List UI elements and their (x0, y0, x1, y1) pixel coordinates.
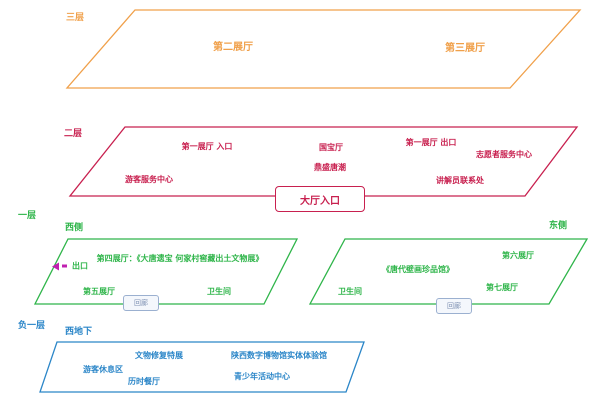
third-floor-hall-2: 第二展厅 (213, 42, 253, 53)
first-floor-hall-7: 第七展厅 (486, 283, 518, 292)
second-floor-hall-1-exit: 第一展厅 出口 (405, 138, 457, 147)
first-floor-west-restroom: 卫生间 (207, 287, 231, 296)
basement-digital-museum: 陕西数字博物馆实体体验馆 (231, 351, 327, 360)
basement-restoration-exhibit: 文物修复特展 (135, 351, 183, 360)
second-floor-treasure-hall: 国宝厅 (319, 143, 343, 152)
third-floor-hall-3: 第三展厅 (445, 43, 485, 54)
basement-restaurant: 历时餐厅 (128, 377, 160, 386)
first-floor-west-label: 西侧 (65, 223, 84, 233)
first-floor-west-corridor: 回廊 (123, 295, 159, 311)
first-floor-tang-murals: 《唐代壁画珍品馆》 (382, 265, 454, 274)
hall-entrance: 大厅入口 (275, 186, 365, 212)
first-floor-east-corridor: 回廊 (436, 298, 472, 314)
first-floor-east-corridor-label: 回廊 (447, 302, 461, 310)
second-floor-tang-trend: 鼎盛唐潮 (314, 163, 346, 172)
basement-rest-area: 游客休息区 (83, 365, 123, 374)
first-floor-hall-6: 第六展厅 (502, 251, 534, 260)
exit-arrow-icon (52, 262, 59, 270)
second-floor-label: 二层 (64, 129, 83, 139)
first-floor-label: 一层 (18, 211, 37, 221)
first-floor-exit: 出口 (52, 261, 88, 272)
first-floor-east-label: 东侧 (549, 221, 568, 231)
first-floor-east-restroom: 卫生间 (338, 287, 362, 296)
hall-entrance-label: 大厅入口 (300, 195, 340, 207)
second-floor-outline (68, 126, 579, 197)
first-floor-hall-5: 第五展厅 (83, 287, 115, 296)
first-floor-west-outline (33, 238, 299, 305)
basement-outline (39, 341, 365, 393)
third-floor-outline (65, 9, 582, 89)
first-floor-west-corridor-label: 回廊 (134, 299, 148, 307)
first-floor-hall-4: 第四展厅：《大唐遗宝 何家村窖藏出土文物展》 (96, 254, 264, 263)
second-floor-guide-desk: 讲解员联系处 (436, 176, 484, 185)
second-floor-volunteer-center: 志愿者服务中心 (476, 150, 532, 159)
first-floor-east-outline (308, 238, 589, 305)
first-floor-exit-label: 出口 (72, 261, 88, 271)
basement-youth-center: 青少年活动中心 (234, 372, 290, 381)
third-floor-label: 三层 (66, 13, 85, 23)
basement-west-label: 西地下 (65, 327, 93, 337)
second-floor-visitor-center: 游客服务中心 (125, 175, 173, 184)
second-floor-hall-1-entrance: 第一展厅 入口 (181, 142, 233, 151)
exit-arrow-tail (62, 264, 67, 268)
basement-label: 负一层 (18, 321, 46, 331)
